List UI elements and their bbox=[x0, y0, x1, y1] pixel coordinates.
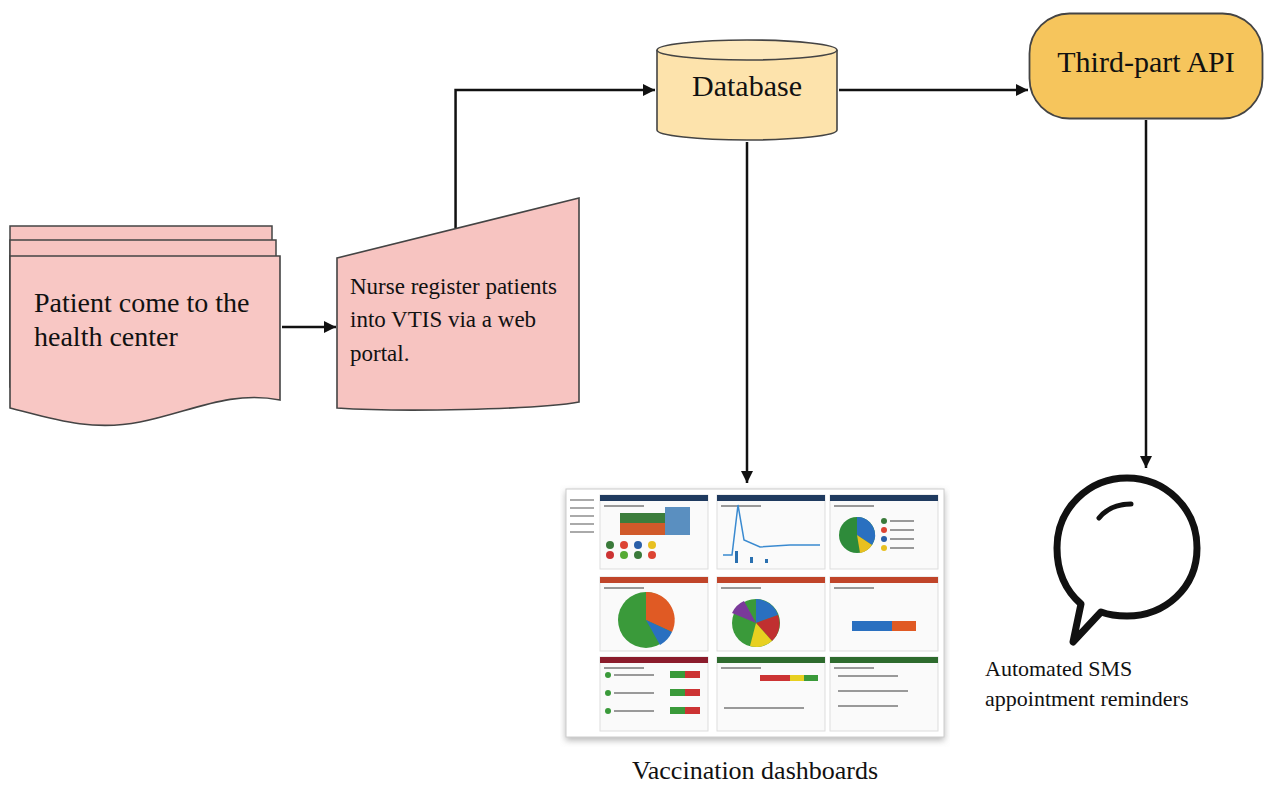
flow-arrow bbox=[839, 89, 1028, 92]
figure-caption: Vaccination dashboards bbox=[560, 755, 950, 786]
node-label: Third-part API bbox=[1036, 44, 1256, 80]
flow-arrow bbox=[282, 326, 336, 329]
manual-input: Nurse register patients into VTIS via a … bbox=[336, 196, 580, 412]
node-label: Database bbox=[661, 68, 833, 104]
document-stack: Patient come to the health center bbox=[10, 222, 282, 432]
figure-caption: Automated SMS appointment reminders bbox=[985, 654, 1215, 713]
api-box: Third-part API bbox=[1028, 12, 1264, 120]
flow-arrow bbox=[746, 142, 749, 483]
node-label: Nurse register patients into VTIS via a … bbox=[350, 270, 570, 370]
sms-figure: Automated SMS appointment reminders bbox=[985, 470, 1260, 713]
manual-input-shape bbox=[336, 196, 580, 412]
dashboard-figure: Vaccination dashboards bbox=[560, 485, 950, 786]
flow-arrow bbox=[1145, 120, 1148, 468]
dashboard-illustration bbox=[560, 485, 950, 747]
node-label: Patient come to the health center bbox=[34, 286, 266, 353]
speech-bubble-icon bbox=[1047, 470, 1207, 650]
database-cylinder: Database bbox=[655, 38, 839, 142]
